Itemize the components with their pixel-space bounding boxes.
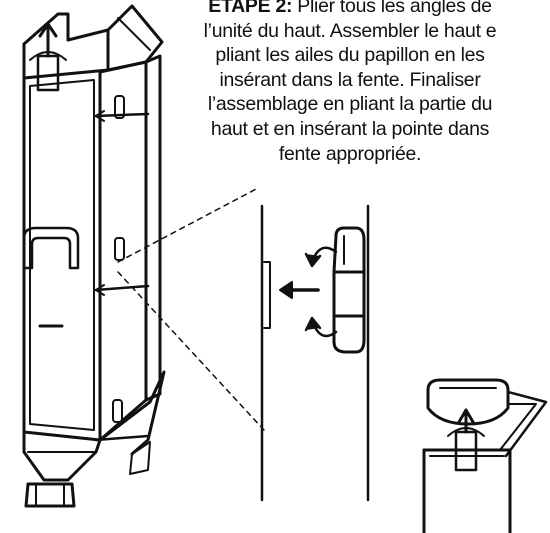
instruction-line-1-text: Plier tous les angles de [292, 0, 492, 17]
instruction-text: ÉTAPE 2: Plier tous les angles de l’unit… [156, 0, 544, 166]
butterfly-fold-detail [262, 206, 368, 500]
instruction-line-5: l’assemblage en pliant la partie du [207, 93, 493, 116]
instruction-line-3: pliant les ailes du papillon en les [215, 44, 485, 67]
instruction-line-6: haut et en insérant la pointe dans [210, 117, 490, 140]
step-title: ÉTAPE 2: [208, 0, 293, 17]
detail-callout-lines [118, 188, 264, 430]
instruction-line-7: fente appropriée. [278, 142, 422, 165]
instruction-line-4: insérant dans la fente. Finaliser [219, 68, 481, 91]
top-tab-detail [424, 380, 546, 533]
instruction-line-1: ÉTAPE 2: Plier tous les angles de [156, 0, 544, 19]
dispenser-unit-illustration [24, 6, 164, 506]
instruction-line-2: l’unité du haut. Assembler le haut e [203, 19, 497, 42]
